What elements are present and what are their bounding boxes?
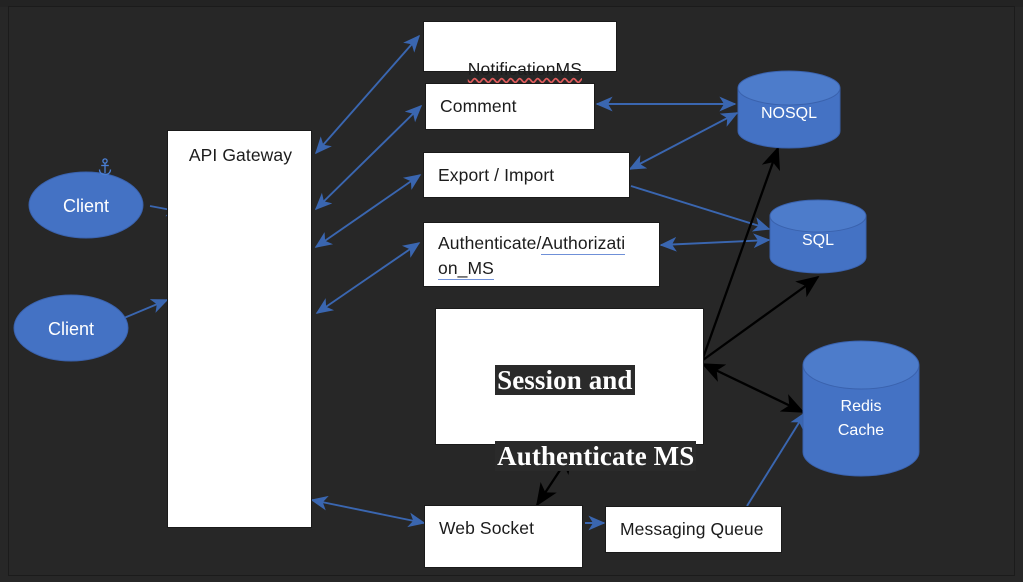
web-socket-box[interactable]: Web Socket [424, 505, 583, 568]
connector-queue-to-redis [746, 411, 806, 507]
service-box-authenticate[interactable]: Authenticate/Authorizati on_MS [423, 222, 660, 287]
nosql-cylinder[interactable] [737, 70, 841, 149]
service-box-notification[interactable]: NotificationMS [423, 21, 617, 79]
web-socket-label: Web Socket [439, 518, 535, 538]
sql-cylinder[interactable] [769, 199, 867, 274]
comment-service-label: Comment [440, 96, 517, 116]
service-box-export-import[interactable]: Export / Import [423, 152, 630, 198]
authenticate-service-label-part3: on_MS [438, 258, 494, 280]
authenticate-service-label-part1: Authenticate/ [438, 233, 542, 253]
authenticate-service-label-part2: Authorizati [541, 233, 626, 255]
api-gateway-box[interactable]: API Gateway [167, 130, 312, 528]
connector-session-to-nosql [701, 146, 780, 359]
connector-session-to-redis [701, 362, 805, 414]
messaging-queue-box[interactable]: Messaging Queue [605, 506, 782, 553]
connector-gateway-to-websocket [310, 495, 426, 528]
messaging-queue-label: Messaging Queue [620, 519, 764, 539]
session-ms-label-line1: Session and [495, 365, 635, 395]
connector-session-to-sql [702, 275, 820, 361]
window-top-band [0, 0, 1023, 7]
connector-export-to-sql [630, 185, 771, 232]
connector-export-to-nosql [628, 112, 739, 170]
connector-gateway-to-authenticate [315, 242, 421, 314]
connector-gateway-to-export [314, 174, 422, 248]
connector-client2-to-gateway [123, 299, 169, 319]
export-import-service-label: Export / Import [438, 165, 555, 185]
client-ellipse-2[interactable] [13, 294, 129, 362]
session-authenticate-ms-box[interactable]: Session and Authenticate MS [435, 308, 704, 471]
connector-authenticate-to-sql [659, 233, 771, 252]
anchor-icon [98, 158, 112, 176]
notification-service-label: NotificationMS [467, 59, 582, 79]
redis-cache-cylinder[interactable] [802, 340, 920, 477]
service-box-comment[interactable]: Comment [425, 83, 595, 130]
api-gateway-label: API Gateway [188, 145, 293, 165]
client-ellipse-1[interactable] [28, 171, 144, 239]
session-ms-label-line2: Authenticate MS [495, 441, 697, 471]
